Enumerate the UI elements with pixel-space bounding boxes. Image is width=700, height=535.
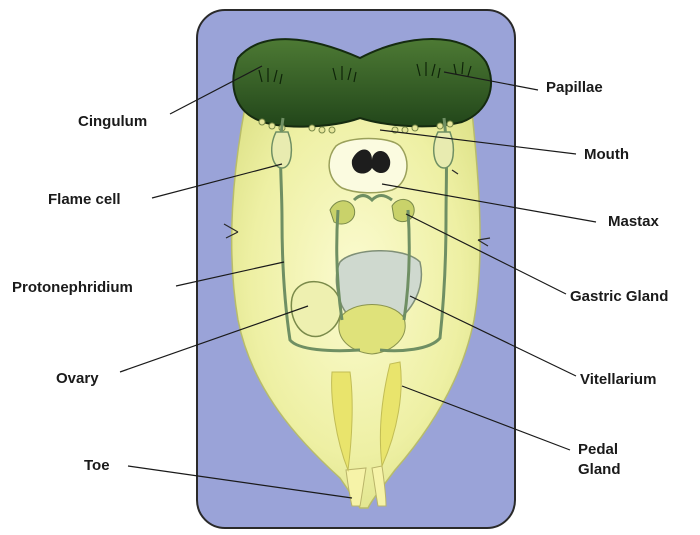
label-toe: Toe [84, 456, 110, 475]
gastric-gland-left [330, 201, 355, 224]
label-vitellarium: Vitellarium [580, 370, 656, 389]
label-ovary: Ovary [56, 369, 99, 388]
label-gastric-gland: Gastric Gland [570, 287, 668, 306]
label-papillae: Papillae [546, 78, 603, 97]
label-pedal-gland-line2: Gland [578, 460, 621, 479]
label-cingulum: Cingulum [78, 112, 147, 131]
label-mastax: Mastax [608, 212, 659, 231]
gastric-gland-right [392, 199, 414, 221]
label-mouth: Mouth [584, 145, 629, 164]
label-pedal-gland-line1: Pedal [578, 440, 618, 459]
label-protonephridium: Protonephridium [12, 278, 133, 297]
label-flame-cell: Flame cell [48, 190, 121, 209]
